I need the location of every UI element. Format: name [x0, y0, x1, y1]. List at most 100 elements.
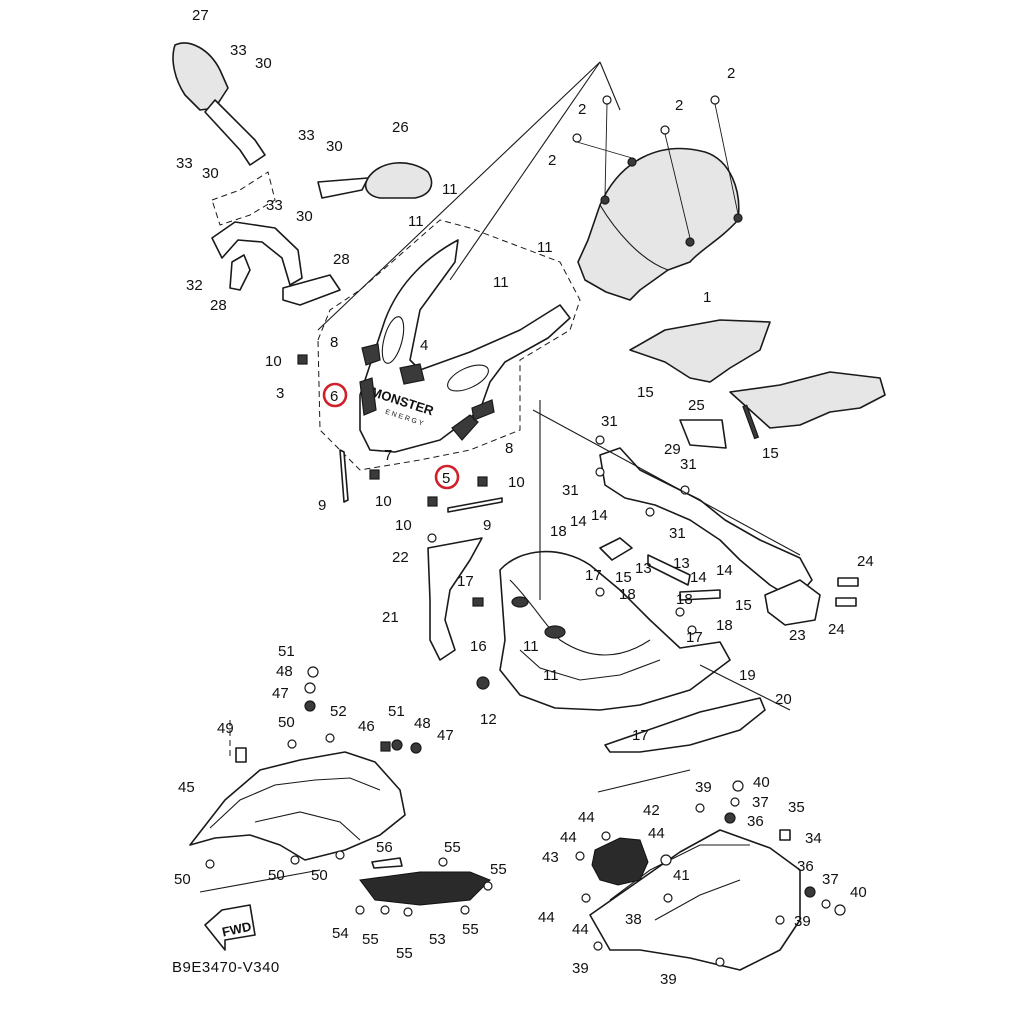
label-26: 26 [392, 119, 409, 136]
under-panel-left-part [189, 751, 406, 861]
label-31: 31 [680, 456, 697, 473]
label-28: 28 [333, 251, 350, 268]
label-47: 47 [272, 685, 289, 702]
side-cowl-part [427, 537, 483, 661]
label-55: 55 [396, 945, 413, 962]
label-14: 14 [690, 569, 707, 586]
label-52: 52 [330, 703, 347, 720]
label-17: 17 [457, 573, 474, 590]
lower-cowl-part [499, 550, 731, 711]
part-labels: 27 33 30 33 30 26 33 30 33 30 11 11 11 1… [174, 7, 874, 988]
label-39: 39 [660, 971, 677, 988]
label-36: 36 [797, 858, 814, 875]
label-50: 50 [174, 871, 191, 888]
label-33: 33 [230, 42, 247, 59]
label-44: 44 [560, 829, 577, 846]
label-42: 42 [643, 802, 660, 819]
label-50: 50 [268, 867, 285, 884]
label-5: 5 [442, 470, 450, 487]
label-43: 43 [542, 849, 559, 866]
label-8: 8 [330, 334, 338, 351]
inner-panel-right-part [729, 371, 886, 429]
label-21: 21 [382, 609, 399, 626]
label-30: 30 [296, 208, 313, 225]
label-10: 10 [395, 517, 412, 534]
label-7: 7 [384, 447, 392, 464]
label-40: 40 [850, 884, 867, 901]
label-11: 11 [442, 181, 458, 198]
label-44: 44 [538, 909, 555, 926]
label-31: 31 [562, 482, 579, 499]
label-4: 4 [420, 337, 428, 354]
label-30: 30 [202, 165, 219, 182]
label-29: 29 [664, 441, 681, 458]
label-11: 11 [493, 274, 509, 291]
label-11: 11 [523, 638, 539, 655]
label-15: 15 [615, 569, 632, 586]
label-16: 16 [470, 638, 487, 655]
label-23: 23 [789, 627, 806, 644]
label-2: 2 [578, 101, 586, 118]
label-31: 31 [669, 525, 686, 542]
label-11: 11 [543, 667, 559, 684]
label-35: 35 [788, 799, 805, 816]
label-18: 18 [716, 617, 733, 634]
label-6: 6 [330, 388, 338, 405]
label-8: 8 [505, 440, 513, 457]
label-11: 11 [537, 239, 553, 256]
label-50: 50 [278, 714, 295, 731]
label-3: 3 [276, 385, 284, 402]
side-trim-part [604, 697, 766, 753]
label-14: 14 [570, 513, 587, 530]
mesh-grille-left-part [359, 871, 491, 906]
label-53: 53 [429, 931, 446, 948]
label-39: 39 [695, 779, 712, 796]
label-40: 40 [753, 774, 770, 791]
label-2: 2 [548, 152, 556, 169]
upper-cowling-part [359, 239, 571, 453]
label-55: 55 [444, 839, 461, 856]
label-15: 15 [637, 384, 654, 401]
label-44: 44 [572, 921, 589, 938]
label-11: 11 [408, 213, 424, 230]
label-48: 48 [414, 715, 431, 732]
label-13: 13 [673, 555, 690, 572]
label-55: 55 [490, 861, 507, 878]
label-10: 10 [508, 474, 525, 491]
label-18: 18 [550, 523, 567, 540]
label-39: 39 [794, 913, 811, 930]
highlight-ring-6 [322, 382, 348, 408]
mirror-bracket-part [211, 221, 303, 286]
label-37: 37 [752, 794, 769, 811]
label-14: 14 [591, 507, 608, 524]
label-51: 51 [388, 703, 405, 720]
label-50: 50 [311, 867, 328, 884]
label-36: 36 [747, 813, 764, 830]
inner-panel-left-part [629, 319, 771, 383]
under-panel-right-part [589, 829, 801, 971]
label-12: 12 [480, 711, 497, 728]
label-55: 55 [462, 921, 479, 938]
label-18: 18 [619, 586, 636, 603]
label-20: 20 [775, 691, 792, 708]
label-38: 38 [625, 911, 642, 928]
label-17: 17 [585, 567, 602, 584]
label-32: 32 [186, 277, 203, 294]
label-39: 39 [572, 960, 589, 977]
label-17: 17 [686, 629, 703, 646]
label-2: 2 [675, 97, 683, 114]
label-1: 1 [703, 289, 711, 306]
label-19: 19 [739, 667, 756, 684]
label-56: 56 [376, 839, 393, 856]
label-9: 9 [318, 497, 326, 514]
label-33: 33 [266, 197, 283, 214]
windscreen-part [577, 147, 740, 301]
label-51: 51 [278, 643, 295, 660]
label-30: 30 [255, 55, 272, 72]
label-54: 54 [332, 925, 349, 942]
label-44: 44 [578, 809, 595, 826]
label-10: 10 [265, 353, 282, 370]
label-9: 9 [483, 517, 491, 534]
label-33: 33 [298, 127, 315, 144]
